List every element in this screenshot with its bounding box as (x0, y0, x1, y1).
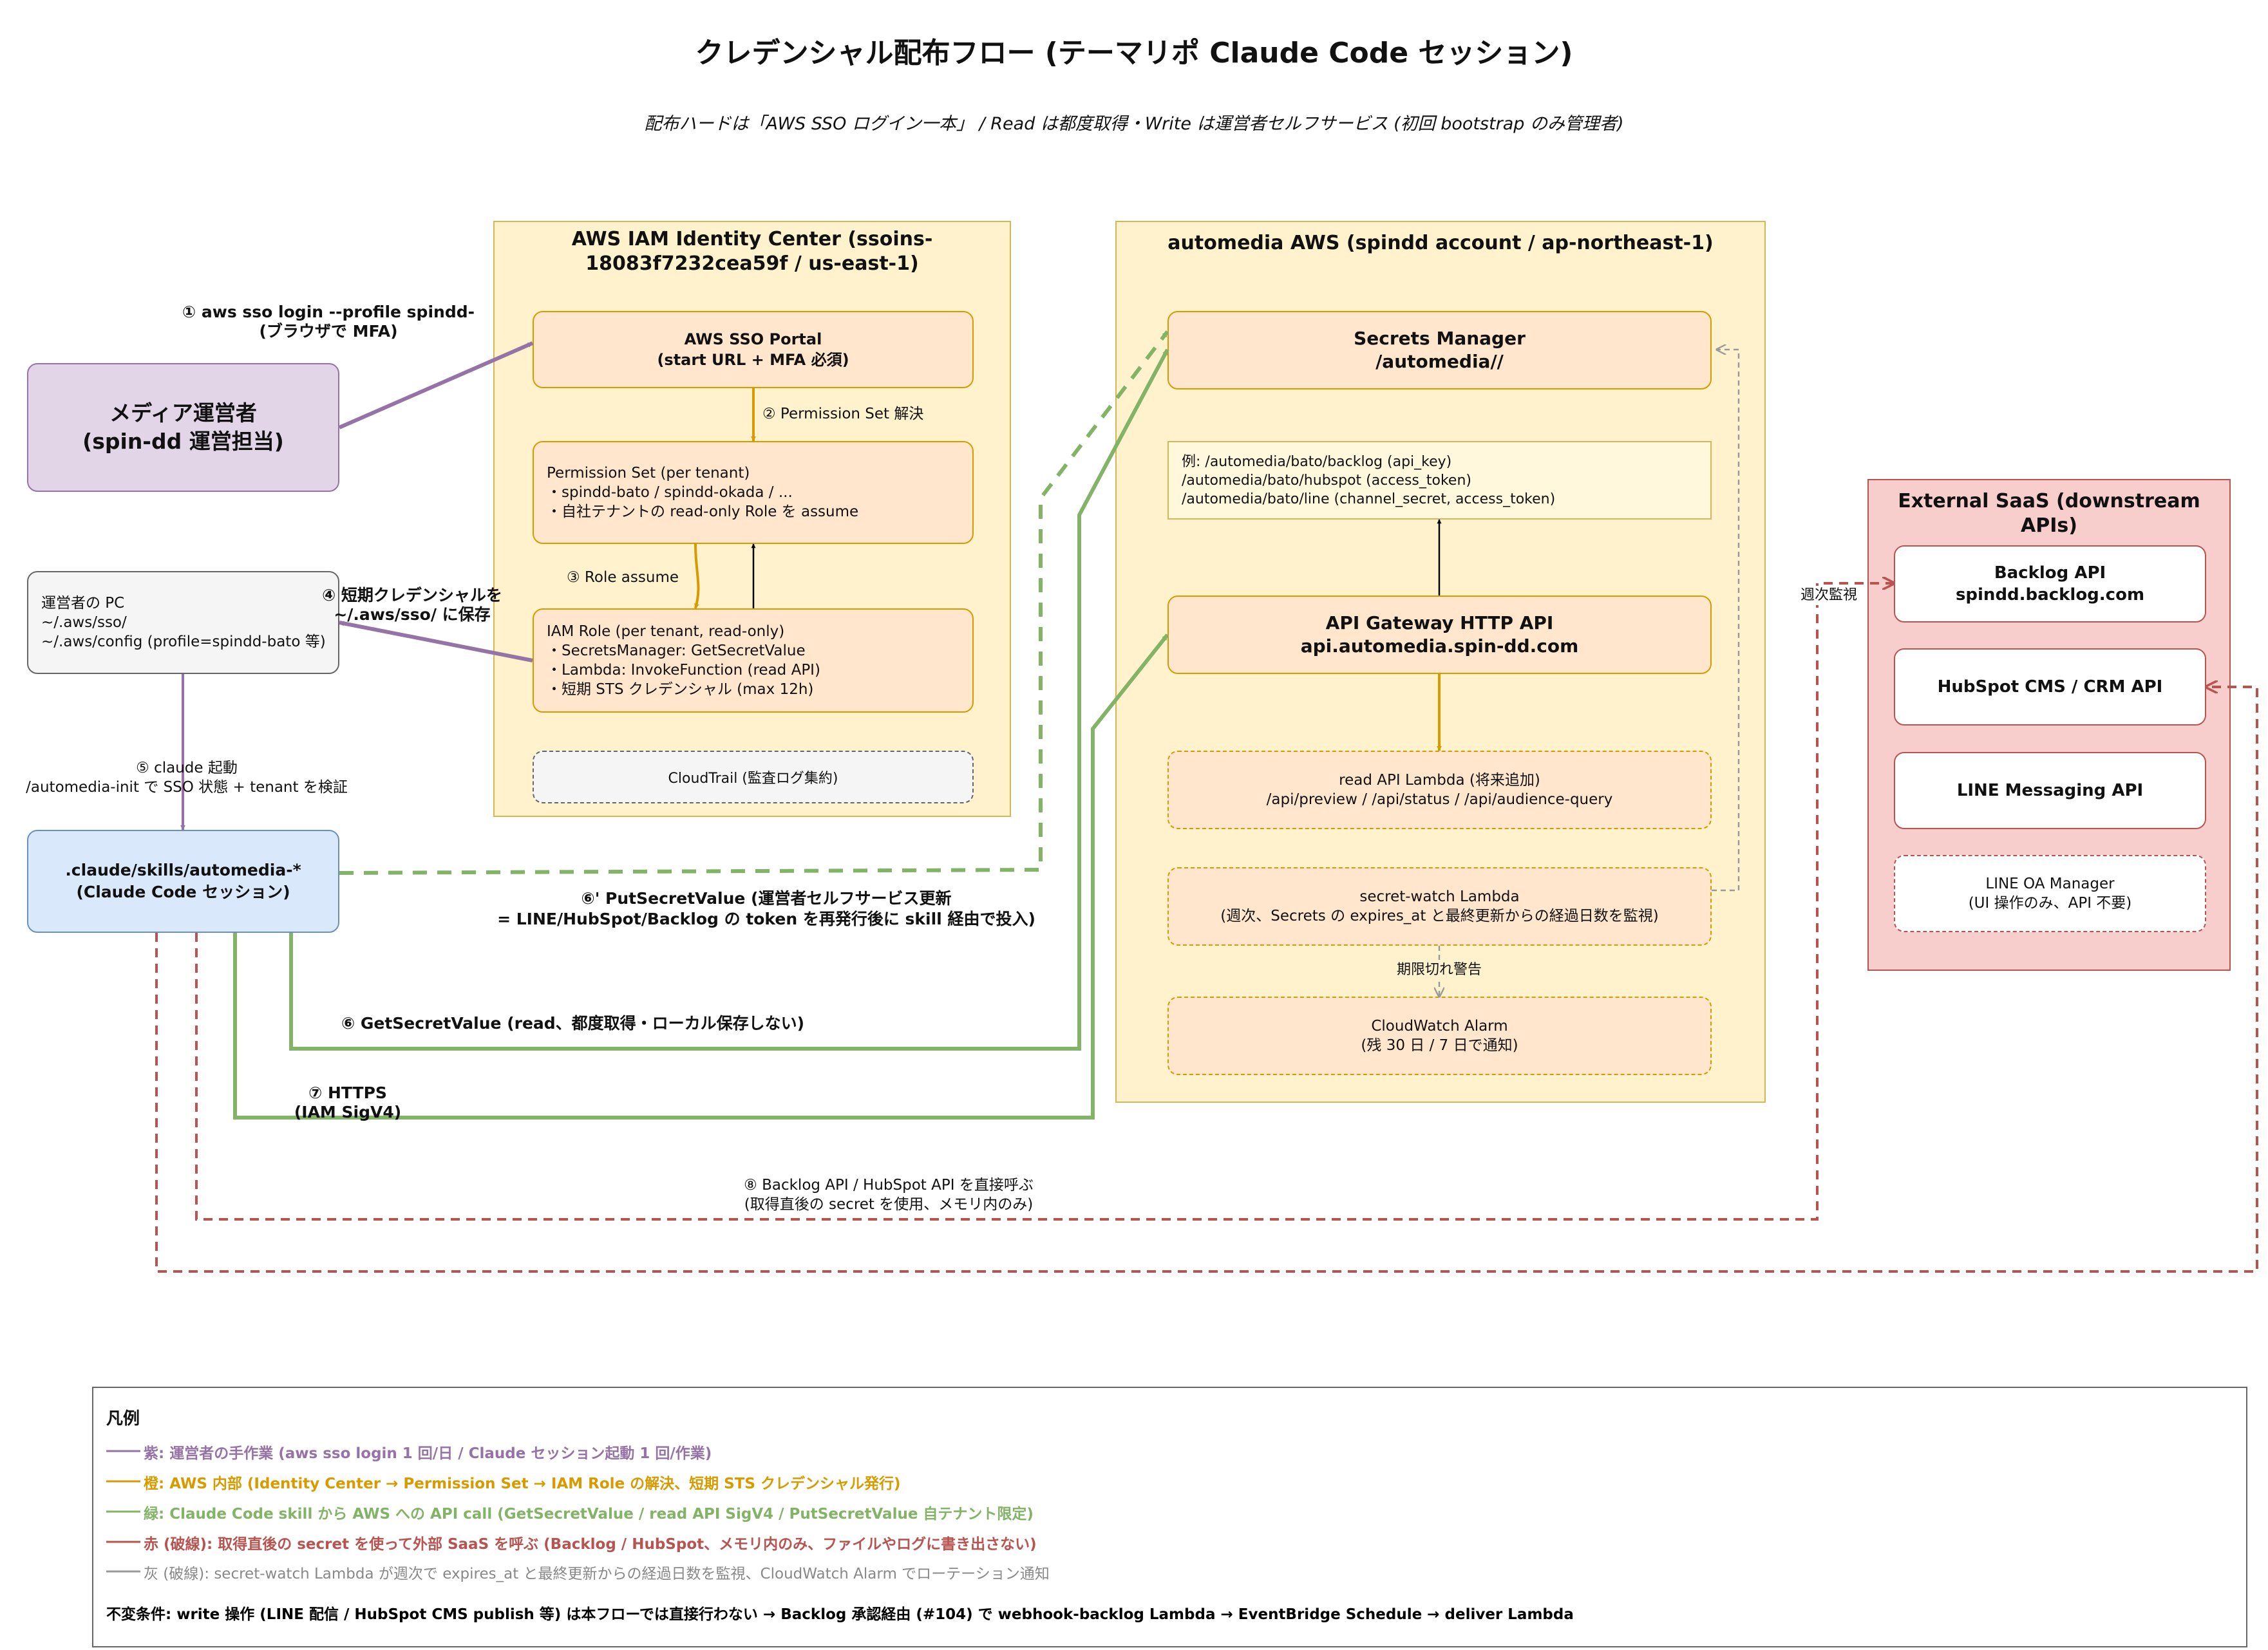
edge-8-hubspot-call (155, 687, 2258, 1273)
label-edge-8: ⑧ Backlog API / HubSpot API を直接呼ぶ (取得直後の… (744, 1177, 1034, 1213)
diagram-title: クレデンシャル配布フロー (テーマリポ Claude Code セッション) (695, 37, 1573, 70)
label-edge-6prime: ⑥' PutSecretValue (運営者セルフサービス更新 = LINE/H… (497, 889, 1035, 928)
node-line-oa-manager[interactable]: LINE OA Manager (UI 操作のみ、API 不要) (1894, 855, 2206, 932)
node-secrets-manager[interactable]: Secrets Manager /automedia// (1167, 311, 1712, 389)
node-hubspot-api[interactable]: HubSpot CMS / CRM API (1894, 648, 2206, 726)
edge-7-https (233, 633, 1169, 1120)
legend-item-purple: 紫: 運営者の手作業 (aws sso login 1 回/日 / Claude… (144, 1445, 712, 1462)
legend-item-gray: 灰 (破線): secret-watch Lambda が週次で expires… (144, 1566, 1050, 1582)
label-weekly-monitor: 週次監視 (1790, 586, 1867, 605)
label-edge-4: ④ 短期クレデンシャルを ~/.aws/sso/ に保存 (322, 586, 502, 624)
label-edge-7: ⑦ HTTPS (IAM SigV4) (294, 1083, 402, 1121)
label-edge-1: ① aws sso login --profile spindd- (ブラウザで… (182, 303, 475, 341)
edge-watch-to-secrets (1712, 350, 1740, 892)
edge-4-save-credentials (339, 621, 533, 662)
edge-8-backlog-call (195, 583, 1894, 1221)
node-secrets-example: 例: /automedia/bato/backlog (api_key) /au… (1167, 441, 1712, 520)
node-media-operator[interactable]: メディア運営者 (spin-dd 運営担当) (27, 363, 339, 492)
edge-6prime-put-secret (339, 330, 1169, 875)
legend-item-red: 赤 (破線): 取得直後の secret を使って外部 SaaS を呼ぶ (Ba… (144, 1536, 1037, 1553)
node-backlog-api[interactable]: Backlog API spindd.backlog.com (1894, 545, 2206, 623)
legend-invariant: 不変条件: write 操作 (LINE 配信 / HubSpot CMS pu… (106, 1606, 1574, 1623)
group-external-saas-title: External SaaS (downstream APIs) (1898, 490, 2200, 537)
node-cloudtrail[interactable]: CloudTrail (監査ログ集約) (533, 751, 974, 803)
node-api-gateway[interactable]: API Gateway HTTP API api.automedia.spin-… (1167, 595, 1712, 674)
legend-item-green: 緑: Claude Code skill から AWS への API call … (144, 1506, 1034, 1523)
node-read-api-lambda[interactable]: read API Lambda (将来追加) /api/preview / /a… (1167, 751, 1712, 829)
legend-title: 凡例 (106, 1409, 140, 1429)
edge-3-role-assume (694, 543, 700, 609)
label-edge-5: ⑤ claude 起動 /automedia-init で SSO 状態 + t… (26, 760, 348, 796)
group-automedia-aws-title: automedia AWS (spindd account / ap-north… (1167, 232, 1714, 254)
diagram-subtitle: 配布ハードは「AWS SSO ログイン一本」 / Read は都度取得・Writ… (644, 114, 1624, 134)
label-edge-6: ⑥ GetSecretValue (read、都度取得・ローカル保存しない) (341, 1014, 805, 1033)
node-iam-role[interactable]: IAM Role (per tenant, read-only) ・Secret… (533, 608, 974, 713)
label-expiry-warning: 期限切れ警告 (1391, 961, 1488, 980)
legend-item-orange: 橙: AWS 内部 (Identity Center → Permission … (144, 1476, 901, 1492)
label-edge-2: ② Permission Set 解決 (762, 406, 924, 422)
legend-box (92, 1387, 2247, 1647)
group-identity-center-title: AWS IAM Identity Center (ssoins-18083f72… (571, 228, 933, 275)
node-permission-set[interactable]: Permission Set (per tenant) ・spindd-bato… (533, 441, 974, 544)
node-claude-skills[interactable]: .claude/skills/automedia-* (Claude Code … (27, 830, 339, 933)
node-cloudwatch-alarm[interactable]: CloudWatch Alarm (残 30 日 / 7 日で通知) (1167, 997, 1712, 1075)
edge-6-get-secret (289, 348, 1169, 1051)
node-line-messaging-api[interactable]: LINE Messaging API (1894, 752, 2206, 829)
label-edge-3: ③ Role assume (567, 569, 679, 586)
node-secret-watch-lambda[interactable]: secret-watch Lambda (週次、Secrets の expire… (1167, 867, 1712, 946)
node-sso-portal[interactable]: AWS SSO Portal (start URL + MFA 必須) (533, 311, 974, 388)
node-operator-pc[interactable]: 運営者の PC ~/.aws/sso/ ~/.aws/config (profi… (27, 571, 339, 674)
edge-1-sso-login (338, 341, 534, 429)
